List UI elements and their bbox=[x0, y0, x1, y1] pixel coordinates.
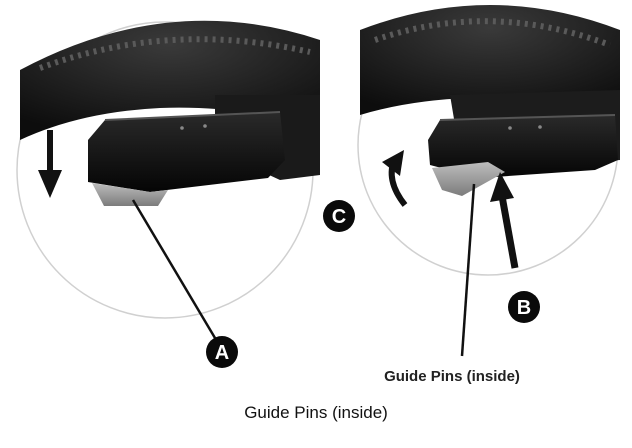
callout-a: A bbox=[206, 336, 238, 368]
down-arrow-icon bbox=[38, 130, 62, 198]
up-arrow-icon bbox=[490, 172, 519, 269]
callout-c-label: C bbox=[332, 206, 346, 228]
figure-caption: Guide Pins (inside) bbox=[244, 403, 388, 422]
rotate-arrow-icon bbox=[382, 150, 408, 207]
leader-line-guide-pins bbox=[460, 183, 476, 357]
callout-c: C bbox=[323, 200, 355, 232]
left-zoom-circle bbox=[16, 21, 314, 319]
leader-line-a bbox=[131, 199, 217, 339]
right-zoom-view bbox=[357, 14, 619, 357]
callout-b-label: B bbox=[517, 297, 531, 319]
callout-a-label: A bbox=[215, 342, 229, 364]
callout-b: B bbox=[508, 291, 540, 323]
left-zoom-view bbox=[16, 21, 314, 339]
right-zoom-circle bbox=[357, 14, 619, 276]
guide-pins-callout-text: Guide Pins (inside) bbox=[384, 368, 520, 385]
